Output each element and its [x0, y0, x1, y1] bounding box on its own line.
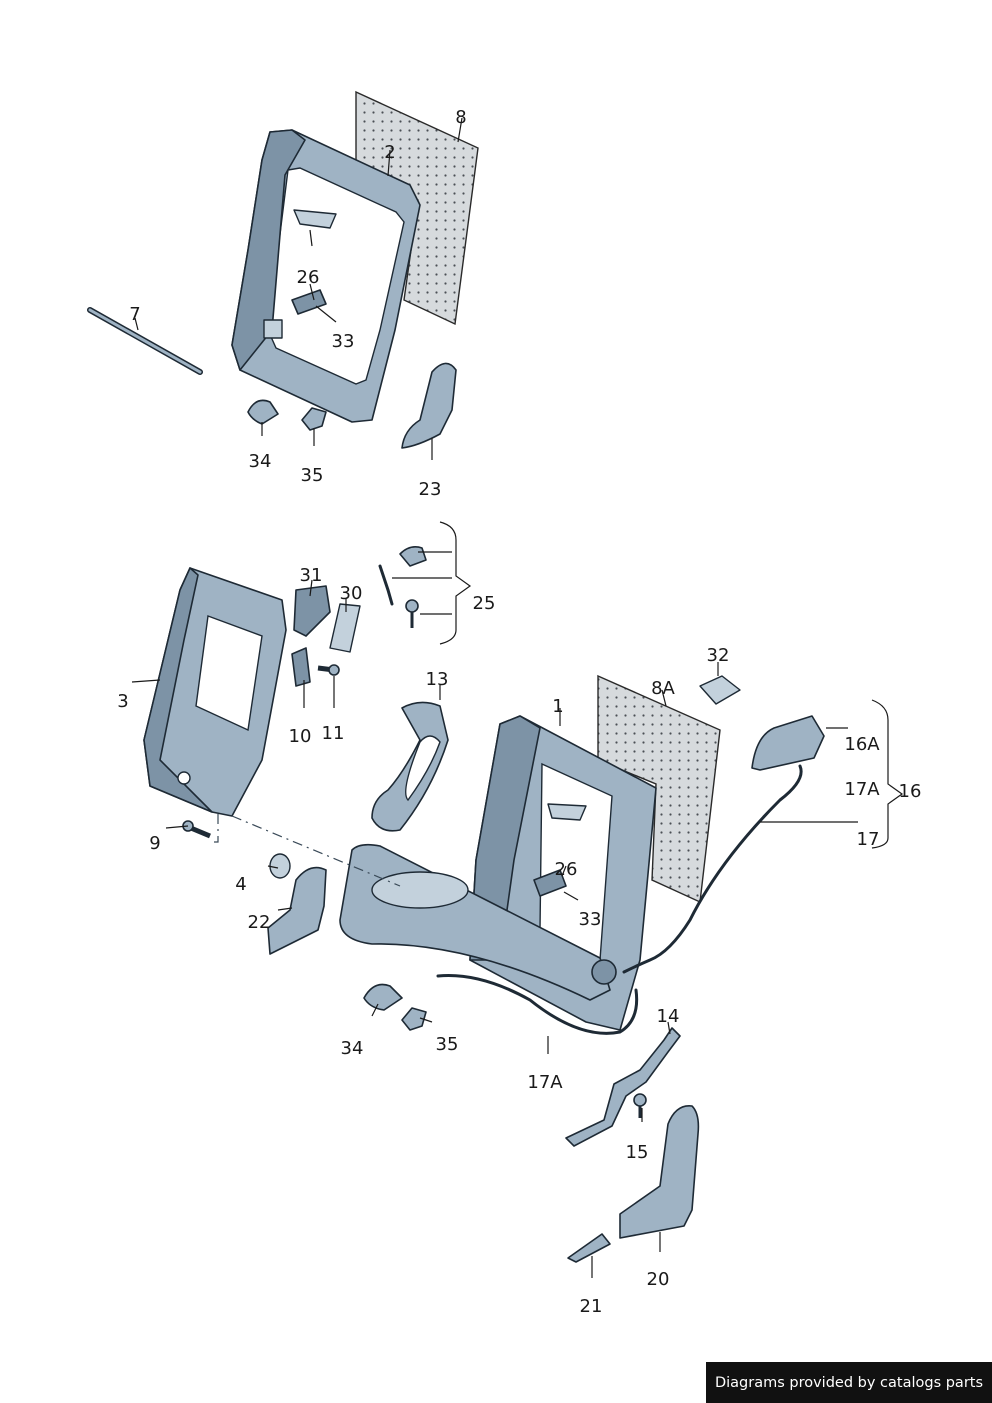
label-16A: 16A: [844, 734, 880, 755]
part-23-trim: [401, 362, 457, 449]
part-labels: 8 2 26 7 33 34 35 23 31 30 25 3 10 11 13…: [117, 107, 921, 1317]
label-34-lower: 34: [341, 1038, 364, 1059]
leader-lines: [131, 117, 904, 1278]
part-26-clip-lower: [533, 869, 567, 897]
label-13: 13: [426, 669, 449, 690]
part-3-side-frame: [143, 567, 287, 817]
label-17: 17: [857, 829, 880, 850]
part-9-bolt: [182, 820, 211, 839]
label-35-lower: 35: [436, 1034, 459, 1055]
label-14: 14: [657, 1006, 680, 1027]
label-26-lower: 26: [555, 859, 578, 880]
part-21-cap: [567, 1233, 611, 1263]
label-26: 26: [297, 267, 320, 288]
label-22: 22: [248, 912, 271, 933]
part-20-trim: [619, 1105, 700, 1239]
part-4-washer: [269, 853, 291, 879]
label-23: 23: [419, 479, 442, 500]
part-31-bracket: [293, 585, 331, 637]
part-14-lever: [565, 1027, 681, 1147]
part-11-bolt: [317, 664, 340, 676]
label-25: 25: [473, 593, 496, 614]
label-10: 10: [289, 726, 312, 747]
part-22-trim: [267, 866, 327, 955]
part-17A-cable: [436, 974, 639, 1035]
label-8A: 8A: [651, 678, 675, 699]
part-25-fasteners: [378, 546, 427, 628]
footer-credit: Diagrams provided by catalogs parts: [706, 1362, 992, 1403]
part-16A-handle: [751, 715, 825, 771]
label-20: 20: [647, 1269, 670, 1290]
part-34-clip-upper: [247, 399, 279, 425]
part-26-clip-upper: [291, 289, 327, 315]
label-17A-bottom: 17A: [527, 1072, 563, 1093]
label-17A-right: 17A: [844, 779, 880, 800]
part-35-clip-upper: [301, 407, 327, 431]
part-30-plate: [329, 603, 361, 653]
label-11: 11: [322, 723, 345, 744]
part-13-trim: [371, 701, 449, 832]
label-8: 8: [455, 107, 466, 128]
part-34-clip-lower: [363, 983, 403, 1011]
label-9: 9: [149, 833, 160, 854]
label-33: 33: [332, 331, 355, 352]
label-16: 16: [899, 781, 922, 802]
part-15-screw: [633, 1093, 647, 1118]
label-30: 30: [340, 583, 363, 604]
part-32-cap: [699, 675, 741, 705]
label-35: 35: [301, 465, 324, 486]
label-2: 2: [384, 142, 395, 163]
part-10-latch: [291, 647, 311, 687]
label-1: 1: [552, 696, 563, 717]
label-7: 7: [129, 304, 140, 325]
label-3: 3: [117, 691, 128, 712]
label-32: 32: [707, 645, 730, 666]
part-17-cable: [622, 764, 803, 974]
label-31: 31: [300, 565, 323, 586]
label-4: 4: [235, 874, 246, 895]
label-21: 21: [580, 1296, 603, 1317]
part-2-upper-frame: [231, 129, 421, 423]
label-34: 34: [249, 451, 272, 472]
label-33-lower: 33: [579, 909, 602, 930]
label-15: 15: [626, 1142, 649, 1163]
